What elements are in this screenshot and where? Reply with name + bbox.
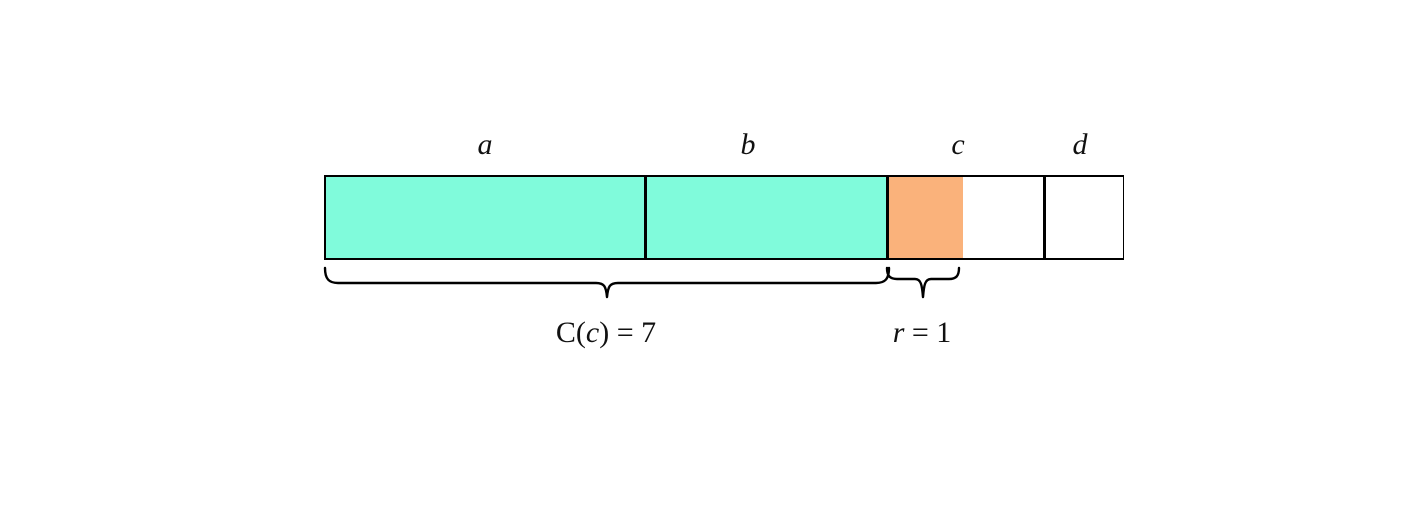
cell-fill-d bbox=[1045, 177, 1123, 258]
cell-divider-c-d bbox=[1043, 177, 1046, 258]
cell-label-c: c bbox=[951, 128, 965, 161]
cell-fill-a bbox=[326, 177, 646, 258]
remainder-brace bbox=[885, 266, 961, 299]
capacity-label-suffix: ) = 7 bbox=[599, 316, 657, 349]
cell-fill-b bbox=[646, 177, 888, 258]
capacity-label-prefix: C( bbox=[555, 316, 586, 349]
cell-label-b: b bbox=[740, 128, 756, 161]
cell-label-d: d bbox=[1072, 128, 1088, 161]
capacity-brace bbox=[323, 266, 891, 299]
remainder-brace-label: r = 1 bbox=[893, 318, 952, 348]
segmented-bar bbox=[324, 175, 1124, 260]
cell-divider-a-b bbox=[644, 177, 647, 258]
capacity-label-variable: c bbox=[585, 316, 600, 349]
remainder-label-suffix: = 1 bbox=[904, 316, 952, 349]
capacity-brace-label: C(c) = 7 bbox=[556, 318, 656, 348]
cell-label-a: a bbox=[477, 128, 493, 161]
cell-fill-c-partial bbox=[888, 177, 963, 258]
cell-divider-b-c bbox=[886, 177, 889, 258]
remainder-label-variable: r bbox=[892, 316, 905, 349]
